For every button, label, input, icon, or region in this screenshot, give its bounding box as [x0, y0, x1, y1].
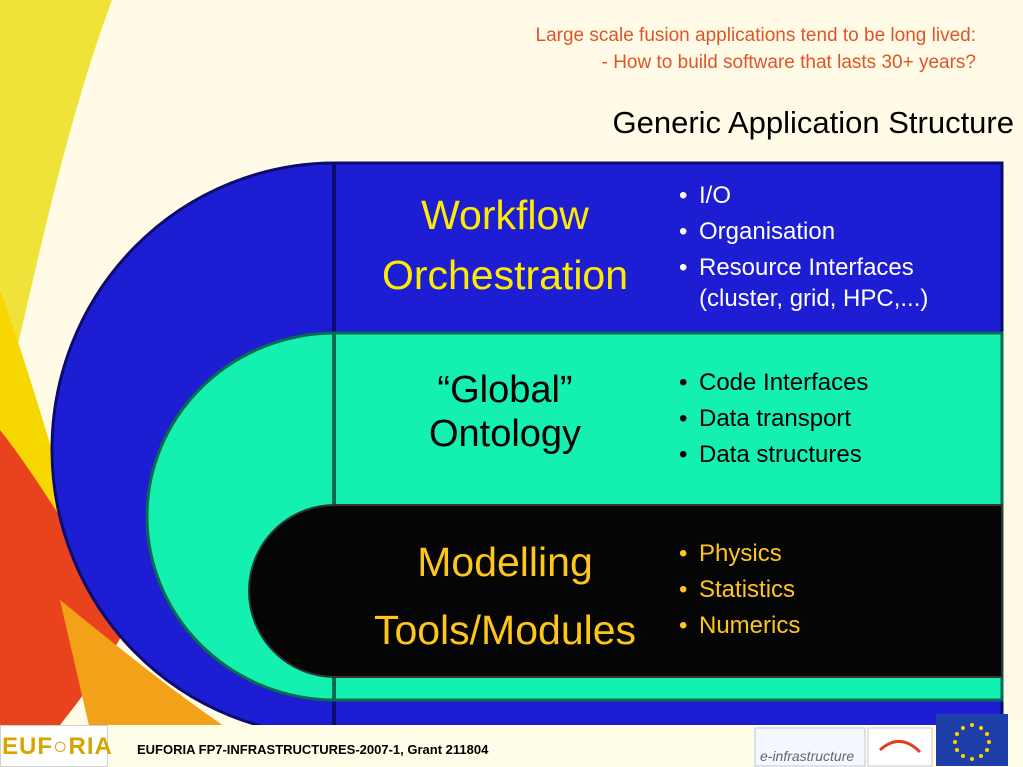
modelling-bullet-list: Physics Statistics Numerics [673, 536, 1013, 644]
einfrastructure-logo [754, 727, 866, 767]
workflow-title-line-2: Orchestration [381, 252, 629, 298]
workflow-bullet: Resource Interfaces (cluster, grid, HPC,… [673, 250, 1013, 315]
modelling-bullet: Physics [673, 536, 1013, 572]
workflow-bullet: Organisation [673, 214, 1013, 250]
workflow-title-line-1: Workflow [421, 192, 589, 238]
ontology-bullet: Data structures [673, 437, 1013, 473]
modelling-title-line-2: Tools/Modules [373, 607, 637, 653]
workflow-layer-title: Workflow Orchestration [335, 185, 675, 305]
workflow-bullet-list: I/O Organisation Resource Interfaces (cl… [673, 178, 1013, 315]
subtitle-line-1: Large scale fusion applications tend to … [535, 25, 976, 46]
ontology-title-line-1: “Global” [437, 369, 573, 411]
partner-logo-mark [878, 740, 922, 754]
modelling-layer-title: Modelling Tools/Modules [335, 528, 675, 664]
einfrastructure-label: e-infrastructure [760, 748, 855, 764]
yellow-swoosh [0, 0, 112, 420]
subtitle-line-2: - How to build software that lasts 30+ y… [601, 52, 976, 73]
partner-logo [867, 727, 933, 767]
euforia-logo: EUF○RIA [2, 733, 113, 760]
modelling-bullet: Numerics [673, 608, 1013, 644]
modelling-bullet: Statistics [673, 572, 1013, 608]
ontology-bullet: Data transport [673, 401, 1013, 437]
workflow-bullet-continuation: (cluster, grid, HPC,...) [699, 285, 929, 312]
yellow-wave [0, 290, 100, 600]
ontology-title-line-2: Ontology [428, 413, 582, 455]
workflow-bullet: I/O [673, 178, 1013, 214]
ontology-layer-title: “Global” Ontology [335, 368, 675, 456]
orange-swoosh [60, 600, 230, 730]
euforia-logo-box [0, 725, 108, 767]
footer-grant-text: EUFORIA FP7-INFRASTRUCTURES-2007-1, Gran… [137, 742, 489, 757]
ontology-bullet: Code Interfaces [673, 365, 1013, 401]
eu-flag-stars [953, 723, 991, 761]
slide-subtitle: Large scale fusion applications tend to … [380, 22, 976, 76]
slide-title: Generic Application Structure [612, 105, 1015, 140]
ontology-bullet-list: Code Interfaces Data transport Data stru… [673, 365, 1013, 473]
modelling-title-line-1: Modelling [417, 539, 593, 585]
